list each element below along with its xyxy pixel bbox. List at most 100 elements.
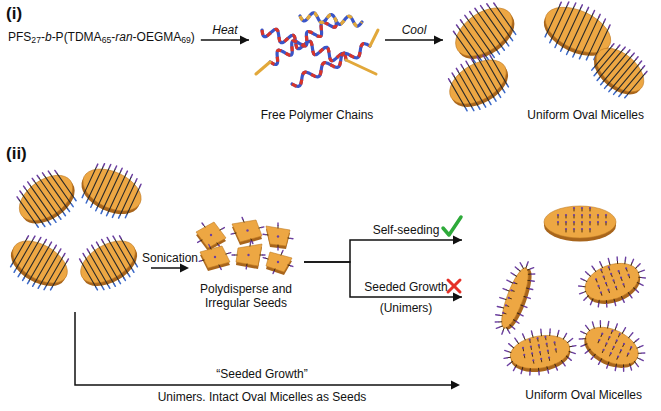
chain-end (581, 5, 582, 8)
chain-end (549, 329, 550, 332)
chain-end (494, 99, 496, 102)
text-run: - (111, 30, 115, 44)
chain-end (28, 281, 30, 284)
chain-end (102, 239, 104, 242)
chain-end (107, 213, 108, 216)
chain-end (510, 289, 513, 292)
chain-end (627, 273, 630, 276)
chain-end (507, 84, 509, 87)
chain-end (515, 267, 518, 269)
corona-chain (81, 262, 96, 288)
chain-end (567, 52, 568, 55)
chain-end (556, 367, 557, 370)
oval-micelle (572, 248, 653, 315)
corona-chain (25, 189, 49, 223)
corona-chain (12, 238, 27, 264)
chain-end (581, 344, 584, 347)
chain-end (597, 303, 600, 306)
chain-end (261, 226, 263, 228)
polymer-chain (256, 62, 270, 74)
corona-chain (98, 245, 119, 281)
chain-end (636, 289, 639, 292)
arrow-head (453, 236, 462, 245)
text-run: 69 (181, 35, 191, 45)
chain-end (50, 242, 52, 245)
chain-end (609, 352, 612, 355)
chain-end (563, 363, 565, 366)
chain-end (589, 221, 591, 223)
chain-end (228, 252, 230, 254)
chain-end (128, 274, 130, 277)
chain-end (583, 298, 586, 301)
corona-chain (467, 18, 493, 55)
chain-end (589, 207, 591, 209)
chain-end (636, 57, 638, 59)
chain-end (483, 55, 485, 58)
chain-end (615, 302, 616, 305)
chain-end (222, 228, 224, 229)
chain-end (573, 228, 575, 230)
chain-end (599, 291, 602, 294)
chain-end (581, 221, 583, 223)
process-label: Seeded Growth (364, 280, 447, 294)
text-run: ran (115, 30, 132, 44)
chain-end (101, 211, 102, 214)
chain-end (521, 370, 523, 373)
text-run: b (45, 30, 52, 44)
chain-end (573, 214, 575, 216)
chain-end (119, 281, 121, 284)
corona-chain (477, 11, 503, 48)
chain-end (631, 259, 634, 262)
chain-end (107, 237, 109, 240)
chain-end (457, 25, 459, 27)
chain-end (527, 297, 530, 298)
chain-end (96, 287, 98, 290)
chain-end (245, 266, 247, 268)
chain-end (581, 278, 584, 281)
oval-micelle (73, 155, 150, 227)
arrow-head (240, 36, 249, 45)
chain-end (616, 324, 618, 327)
chain-end (507, 330, 510, 333)
chain-end (643, 66, 645, 68)
chain-end (507, 280, 510, 282)
process-label: Cool (402, 23, 427, 37)
chain-end (615, 339, 618, 342)
chain-end (645, 71, 647, 73)
chain-end (574, 3, 575, 6)
arrow-head (451, 381, 460, 390)
chain-end (263, 257, 265, 259)
chain-end (625, 96, 627, 98)
chain-end (605, 86, 607, 88)
chain-end (136, 264, 138, 267)
chain-end (591, 356, 593, 359)
corona-chain (491, 58, 507, 85)
chain-end (597, 221, 599, 223)
text-run: “Seeded Growth” (216, 367, 307, 381)
chain-end (452, 73, 454, 76)
chain-end (109, 164, 110, 167)
chain-end (198, 241, 200, 242)
chain-end (598, 361, 600, 364)
oval-micelle (488, 257, 541, 339)
chain-end (586, 57, 587, 60)
corona-chain (34, 181, 59, 217)
chain-end (523, 334, 524, 337)
chain-end (557, 221, 559, 223)
chain-end (608, 259, 609, 262)
chain-end (599, 14, 600, 17)
chain-end (277, 223, 278, 226)
corona-chain (568, 10, 587, 52)
chain-end (573, 221, 575, 223)
chain-end (544, 336, 547, 339)
chain-end (527, 262, 528, 265)
chain-end (17, 197, 19, 199)
chain-end (202, 223, 204, 225)
chain-end (33, 236, 35, 239)
chain-end (609, 25, 610, 28)
chain-end (557, 214, 559, 216)
chain-end (481, 6, 483, 8)
chain-end (619, 94, 621, 96)
chain-end (209, 245, 210, 247)
chain-end (641, 352, 644, 355)
